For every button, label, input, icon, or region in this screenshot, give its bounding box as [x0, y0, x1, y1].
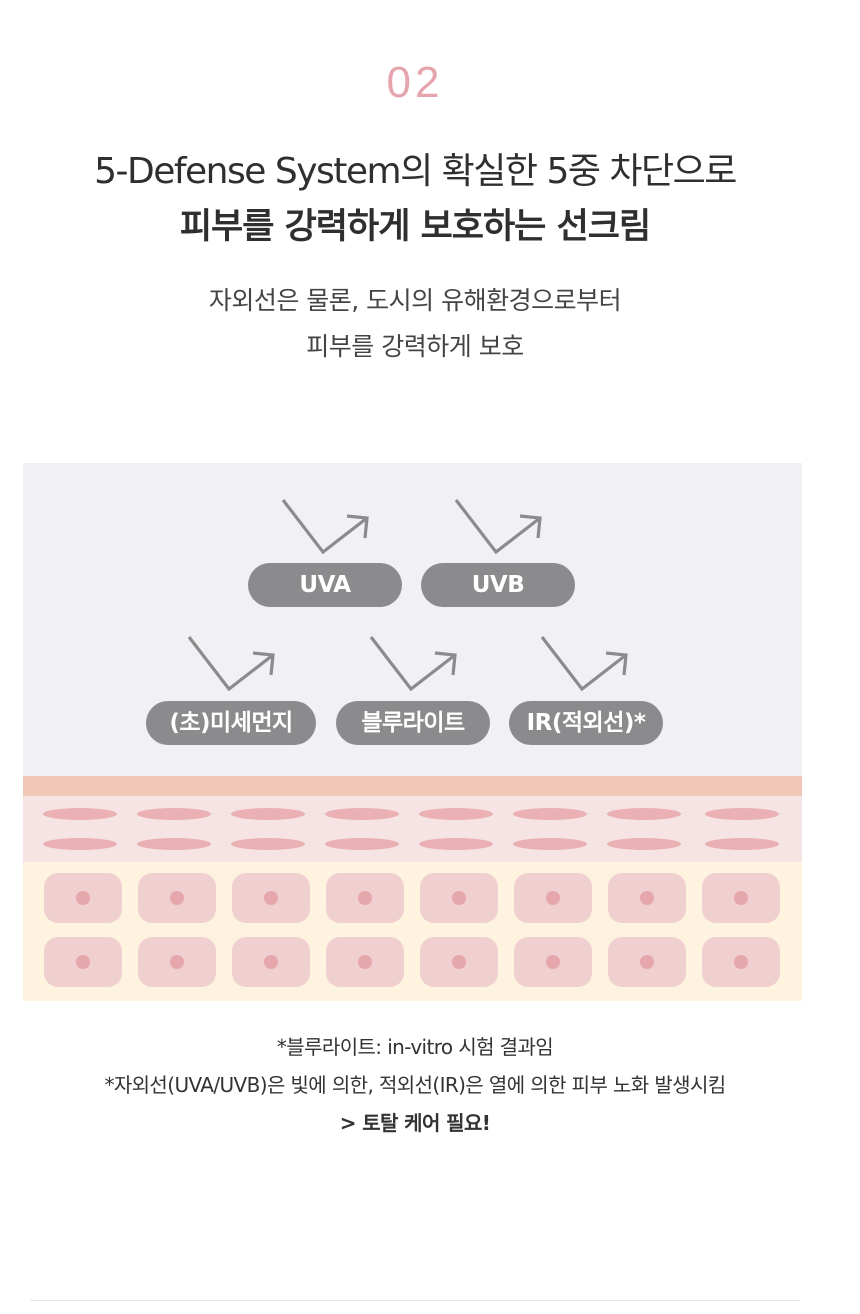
- skin-cell-flat: [231, 808, 305, 820]
- skin-dermis-layer: [23, 862, 802, 1001]
- skin-cell-flat: [513, 808, 587, 820]
- skin-cell-flat: [705, 808, 779, 820]
- skin-cell: [702, 873, 780, 923]
- skin-cell-flat: [43, 808, 117, 820]
- skin-cell-flat: [513, 838, 587, 850]
- footnote-total-care: > 토탈 케어 필요!: [339, 1111, 491, 1135]
- skin-cell-flat: [137, 838, 211, 850]
- skin-cell-flat: [325, 808, 399, 820]
- skin-cell-flat: [607, 808, 681, 820]
- cell-nucleus: [358, 955, 372, 969]
- skin-cell: [420, 937, 498, 987]
- deflect-arrow-icon: [187, 636, 275, 692]
- description: 자외선은 물론, 도시의 유해환경으로부터 피부를 강력하게 보호: [0, 278, 830, 370]
- cell-nucleus: [452, 955, 466, 969]
- skin-cell: [608, 873, 686, 923]
- skin-cell: [420, 873, 498, 923]
- heading-line-2: 피부를 강력하게 보호하는 선크림: [179, 207, 651, 247]
- cell-nucleus: [546, 955, 560, 969]
- divider: [30, 1300, 800, 1301]
- skin-cell: [514, 873, 592, 923]
- fine-dust-badge: (초)미세먼지: [146, 701, 316, 745]
- deflect-arrow-icon: [540, 636, 628, 692]
- cell-nucleus: [170, 955, 184, 969]
- skin-cell-flat: [705, 838, 779, 850]
- cell-nucleus: [358, 891, 372, 905]
- cell-nucleus: [170, 891, 184, 905]
- skin-cell: [326, 937, 404, 987]
- skin-cell: [232, 937, 310, 987]
- skin-cell-flat: [325, 838, 399, 850]
- cell-nucleus: [734, 891, 748, 905]
- cell-nucleus: [640, 891, 654, 905]
- skin-cell: [44, 937, 122, 987]
- skin-cell-flat: [231, 838, 305, 850]
- skin-epidermis-layer: [23, 796, 802, 862]
- blue-light-badge: 블루라이트: [336, 701, 490, 745]
- skin-cell: [44, 873, 122, 923]
- skin-cell-flat: [43, 838, 117, 850]
- skin-cell: [702, 937, 780, 987]
- skin-cell-flat: [607, 838, 681, 850]
- defense-diagram: UVA UVB (초)미세먼지 블루라이트 IR(적외선)*: [23, 463, 802, 1001]
- skin-cell-flat: [419, 838, 493, 850]
- skin-cell-flat: [419, 808, 493, 820]
- cell-nucleus: [640, 955, 654, 969]
- skin-cell: [138, 937, 216, 987]
- skin-cell: [138, 873, 216, 923]
- cell-nucleus: [734, 955, 748, 969]
- heading-line-1: 5-Defense System의 확실한 5중 차단으로: [94, 151, 737, 192]
- cell-nucleus: [264, 955, 278, 969]
- infrared-badge: IR(적외선)*: [509, 701, 663, 745]
- skin-cell: [514, 937, 592, 987]
- cell-nucleus: [76, 891, 90, 905]
- footnote-blue-light: *블루라이트: in-vitro 시험 결과임: [276, 1035, 554, 1059]
- description-line-2: 피부를 강력하게 보호: [306, 332, 524, 361]
- deflect-arrow-icon: [454, 499, 542, 555]
- skin-cell: [608, 937, 686, 987]
- uva-badge: UVA: [248, 563, 402, 607]
- deflect-arrow-icon: [281, 499, 369, 555]
- cell-nucleus: [264, 891, 278, 905]
- cell-nucleus: [546, 891, 560, 905]
- cell-nucleus: [452, 891, 466, 905]
- skin-cell-flat: [137, 808, 211, 820]
- skin-surface-layer: [23, 776, 802, 796]
- section-number: 02: [386, 58, 444, 107]
- cell-nucleus: [76, 955, 90, 969]
- deflect-arrow-icon: [369, 636, 457, 692]
- skin-cell: [326, 873, 404, 923]
- uvb-badge: UVB: [421, 563, 575, 607]
- skin-cell: [232, 873, 310, 923]
- description-line-1: 자외선은 물론, 도시의 유해환경으로부터: [208, 286, 622, 315]
- footnote-aging: *자외선(UVA/UVB)은 빛에 의한, 적외선(IR)은 열에 의한 피부 …: [104, 1073, 726, 1097]
- footnotes: *블루라이트: in-vitro 시험 결과임 *자외선(UVA/UVB)은 빛…: [0, 1028, 830, 1142]
